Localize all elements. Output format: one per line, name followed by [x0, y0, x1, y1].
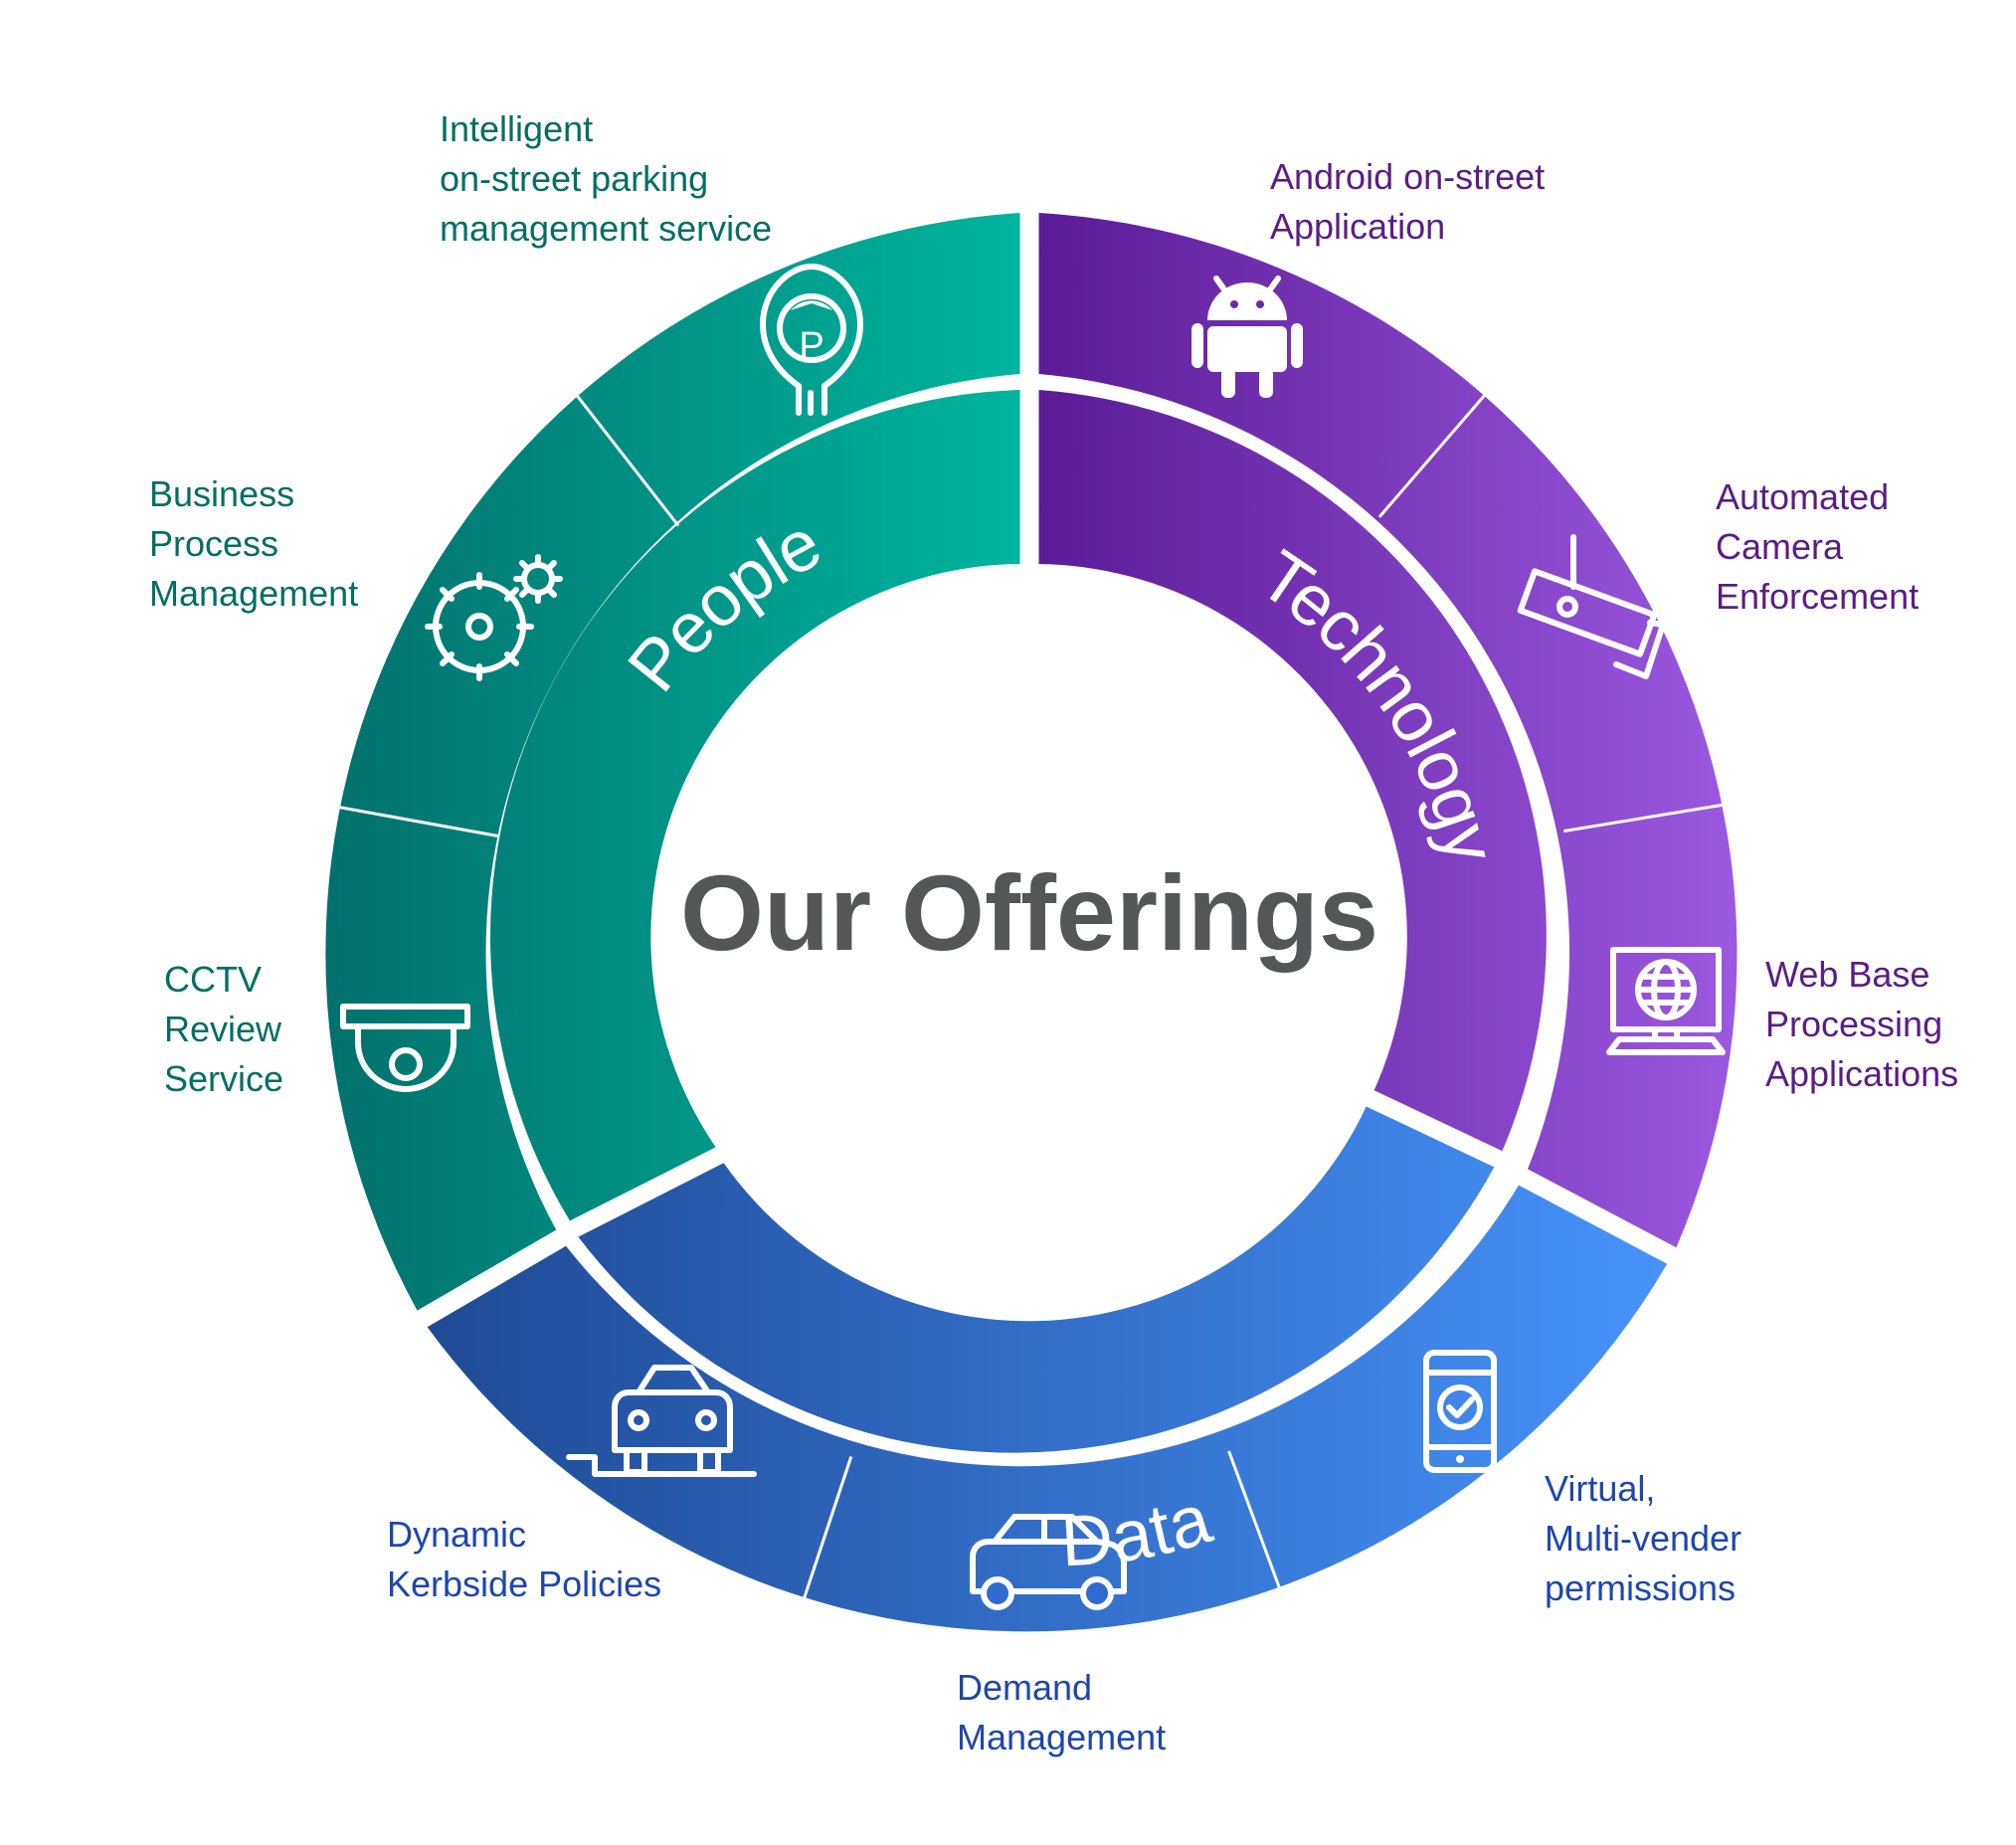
label-line: Dynamic: [387, 1514, 527, 1555]
svg-text:P: P: [799, 325, 824, 367]
label-line: Intelligent: [440, 108, 594, 149]
security-camera-icon: [1517, 534, 1666, 679]
inner-ring-data: [578, 1106, 1495, 1453]
phone-check-icon: [1423, 1350, 1497, 1473]
divider-permissions-demand: [1227, 1450, 1287, 1604]
label-line: Management: [149, 573, 359, 614]
label-line: CCTV: [164, 959, 262, 1000]
parking-meter-icon: P: [760, 264, 863, 416]
gears-icon: [425, 554, 563, 681]
inner-ring-people: [489, 390, 1020, 1221]
globe-monitor-icon: [1606, 947, 1726, 1055]
label-line: Process: [149, 523, 279, 564]
outer-ring-people: [325, 213, 1020, 1311]
label-parking-management: Intelligent on-street parking management…: [440, 104, 772, 254]
label-web-base-processing: Web Base Processing Applications: [1765, 950, 1958, 1099]
divider-demand-kerbside: [800, 1456, 853, 1607]
label-line: Demand: [957, 1667, 1093, 1708]
label-line: permissions: [1545, 1568, 1737, 1608]
label-line: management service: [440, 208, 773, 249]
label-line: Application: [1270, 206, 1446, 247]
label-line: Web Base: [1765, 954, 1930, 995]
label-line: Automated: [1716, 476, 1890, 517]
outer-ring-data: [427, 1185, 1668, 1632]
android-icon: [1191, 276, 1303, 398]
car-kerb-icon: [566, 1365, 757, 1477]
cctv-dome-camera-icon: [340, 1004, 470, 1092]
label-demand-management: Demand Management: [957, 1663, 1166, 1762]
label-line: Virtual,: [1545, 1468, 1656, 1509]
label-line: Business: [149, 473, 295, 514]
label-dynamic-kerbside-policies: Dynamic Kerbside Policies: [387, 1510, 661, 1609]
label-android-application: Android on-street Application: [1270, 152, 1545, 252]
car-icon: [970, 1514, 1127, 1610]
label-line: Review: [164, 1009, 282, 1049]
label-line: Enforcement: [1716, 576, 1920, 617]
label-business-process-management: Business Process Management: [149, 469, 358, 619]
label-line: on-street parking: [440, 158, 709, 199]
divider-android-camera: [1377, 382, 1497, 518]
inner-ring-technology: [1038, 390, 1547, 1152]
divider-parking-bpm: [564, 379, 680, 527]
label-line: Multi-vender: [1545, 1518, 1742, 1559]
label-virtual-permissions: Virtual, Multi-vender permissions: [1545, 1464, 1741, 1613]
center-title: Our Offerings: [680, 852, 1378, 973]
label-line: Management: [957, 1717, 1167, 1757]
label-cctv-review-service: CCTV Review Service: [164, 955, 283, 1104]
divider-bpm-cctv: [321, 803, 498, 837]
label-line: Android on-street: [1270, 156, 1546, 197]
label-line: Processing: [1765, 1004, 1943, 1044]
label-automated-camera-enforcement: Automated Camera Enforcement: [1716, 472, 1919, 622]
label-line: Service: [164, 1058, 284, 1099]
label-line: Kerbside Policies: [387, 1564, 662, 1604]
divider-camera-web: [1563, 801, 1741, 833]
label-line: Camera: [1716, 526, 1844, 567]
label-line: Applications: [1765, 1053, 1959, 1094]
outer-ring-technology: [1038, 213, 1738, 1248]
